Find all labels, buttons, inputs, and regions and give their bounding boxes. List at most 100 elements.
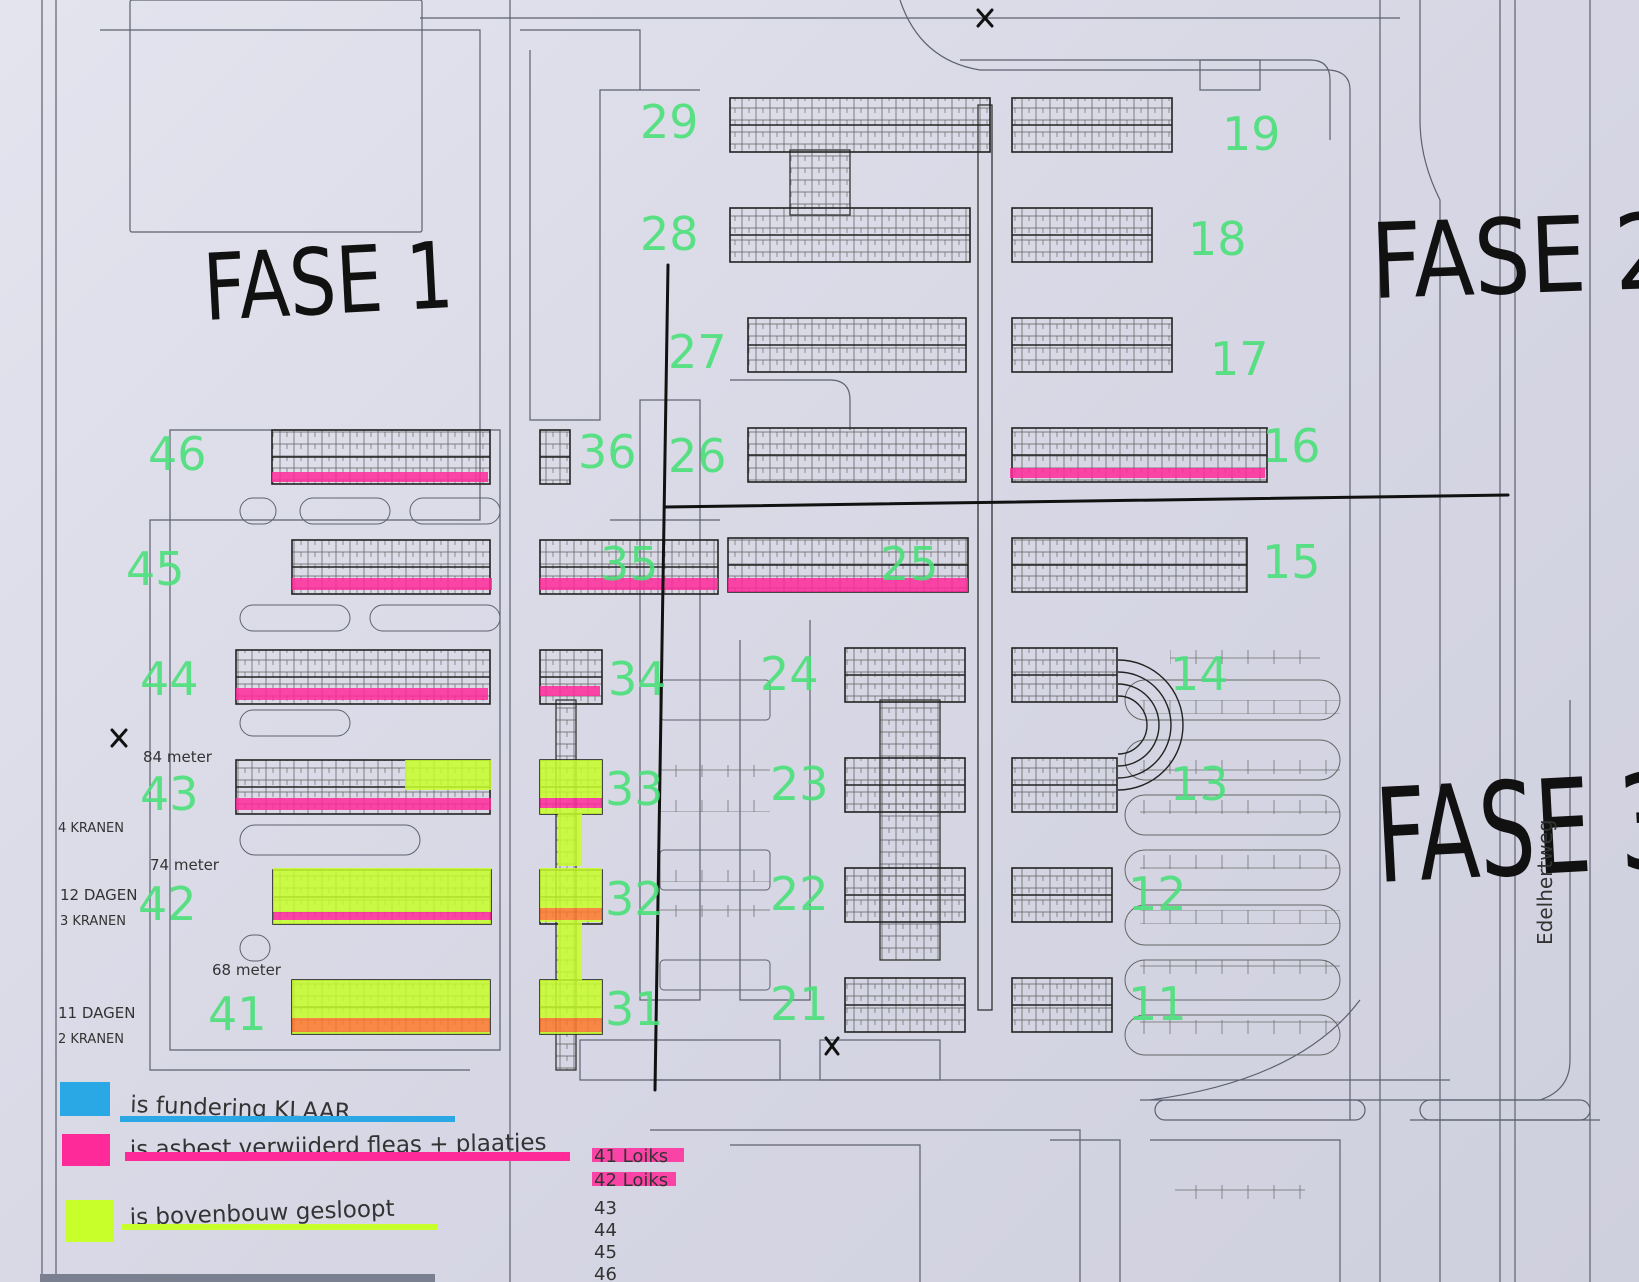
building-number-23: 23 xyxy=(770,757,829,811)
building-number-31: 31 xyxy=(605,982,664,1036)
note-3-kranen: 3 KRANEN xyxy=(60,914,126,929)
checklist-item: 45 xyxy=(594,1242,617,1263)
building-block-13 xyxy=(1011,757,1118,813)
pink-mark-33 xyxy=(540,798,602,808)
building-block-22 xyxy=(844,867,966,923)
phase-label-fase1: FASE 1 xyxy=(201,222,456,342)
orange-mark-41 xyxy=(292,1018,490,1032)
phase-label-fase3: FASE 3 xyxy=(1372,745,1639,912)
pink-mark-25 xyxy=(728,578,968,592)
building-number-18: 18 xyxy=(1188,212,1247,266)
building-number-17: 17 xyxy=(1210,332,1269,386)
building-number-45: 45 xyxy=(126,542,185,596)
note-4-kranen: 4 KRANEN xyxy=(58,821,124,836)
building-number-14: 14 xyxy=(1170,647,1229,701)
pink-mark-16 xyxy=(1010,468,1265,478)
building-block-36 xyxy=(539,429,571,485)
street-name: Edelhertweg xyxy=(1533,819,1557,945)
building-number-33: 33 xyxy=(605,762,664,816)
building-block-26 xyxy=(747,427,967,483)
building-number-24: 24 xyxy=(760,647,819,701)
building-block-12 xyxy=(1011,867,1113,923)
building-block-14 xyxy=(1011,647,1118,703)
pink-mark-35 xyxy=(540,578,718,590)
tape-strip xyxy=(40,1274,435,1282)
building-number-11: 11 xyxy=(1128,977,1187,1031)
legend-underline-pink xyxy=(125,1152,570,1161)
pink-mark-43 xyxy=(236,798,491,810)
building-number-22: 22 xyxy=(770,867,829,921)
legend-swatch-green xyxy=(66,1200,114,1242)
building-block-23 xyxy=(844,757,966,813)
legend-underline-blue xyxy=(120,1116,455,1122)
checklist-item: 42 Loiks xyxy=(594,1170,668,1191)
x-mark-left xyxy=(110,728,128,748)
site-lines xyxy=(41,0,1600,1282)
checklist-item: 43 xyxy=(594,1198,617,1219)
note-11-dagen: 11 DAGEN xyxy=(58,1004,135,1022)
note-84-meter: 84 meter xyxy=(143,748,213,766)
pink-mark-46 xyxy=(272,472,488,482)
phase-boundaries xyxy=(653,263,1510,1092)
building-number-16: 16 xyxy=(1262,419,1321,473)
building-number-12: 12 xyxy=(1128,867,1187,921)
x-marks xyxy=(110,8,994,1056)
building-number-25: 25 xyxy=(880,537,939,591)
building-block-18 xyxy=(1011,207,1153,263)
boundary-fase2-horizontal xyxy=(663,493,1510,509)
side-notes: 84 meter 4 KRANEN 74 meter 12 DAGEN 3 KR… xyxy=(58,748,282,1047)
building-number-27: 27 xyxy=(668,325,727,379)
checklist-item: 46 xyxy=(594,1264,617,1282)
building-number-26: 26 xyxy=(668,429,727,483)
building-number-46: 46 xyxy=(148,427,207,481)
building-number-28: 28 xyxy=(640,207,699,261)
building-block-17 xyxy=(1011,317,1173,373)
note-68-meter: 68 meter xyxy=(212,961,282,979)
building-block-24 xyxy=(844,647,966,703)
building-block-21 xyxy=(844,977,966,1033)
note-2-kranen: 2 KRANEN xyxy=(58,1032,124,1047)
phase-labels: FASE 1 FASE 2 FASE 3 xyxy=(201,191,1639,913)
x-mark-top xyxy=(976,8,994,28)
legend-swatch-pink xyxy=(62,1134,110,1166)
building-block-28 xyxy=(729,207,971,263)
pink-mark-42 xyxy=(273,912,491,920)
legend-underline-green xyxy=(122,1224,437,1230)
parking-lots xyxy=(660,650,1341,1199)
building-block-15 xyxy=(1011,537,1248,593)
lime-mark-32-31 xyxy=(558,922,582,980)
amphitheatre xyxy=(1117,659,1184,791)
pink-mark-45 xyxy=(292,578,492,590)
building-number-41: 41 xyxy=(208,987,267,1041)
checklist: 41 Loiks 42 Loiks 43 44 45 46 xyxy=(592,1146,684,1282)
orange-mark-32 xyxy=(540,908,602,920)
boundary-fase1-vertical xyxy=(653,263,670,1092)
building-numbers: 29 28 27 26 25 24 23 22 21 19 18 17 16 15 14 13 12 11 46 45… xyxy=(126,95,1321,1041)
building-number-15: 15 xyxy=(1262,535,1321,589)
building-number-34: 34 xyxy=(608,652,667,706)
phase-label-fase2: FASE 2 xyxy=(1369,191,1639,323)
legend: is fundering KLAAR is asbest verwijderd … xyxy=(60,1082,570,1242)
building-number-29: 29 xyxy=(640,95,699,149)
building-number-42: 42 xyxy=(138,877,197,931)
lime-mark-33-32 xyxy=(558,814,582,866)
building-number-21: 21 xyxy=(770,977,829,1031)
building-block-19 xyxy=(1011,97,1173,153)
note-12-dagen: 12 DAGEN xyxy=(60,886,137,904)
building-number-32: 32 xyxy=(605,872,664,926)
building-number-13: 13 xyxy=(1170,757,1229,811)
building-block-29 xyxy=(729,97,991,153)
building-number-44: 44 xyxy=(140,652,199,706)
building-number-35: 35 xyxy=(600,537,659,591)
checklist-item: 41 Loiks xyxy=(594,1146,668,1167)
checklist-item: 44 xyxy=(594,1220,617,1241)
building-number-19: 19 xyxy=(1222,107,1281,161)
orange-mark-31 xyxy=(540,1018,602,1032)
lime-mark-43 xyxy=(405,760,491,790)
x-mark-bottom xyxy=(824,1036,840,1056)
building-block-11 xyxy=(1011,977,1113,1033)
note-74-meter: 74 meter xyxy=(150,856,220,874)
building-number-43: 43 xyxy=(140,767,199,821)
